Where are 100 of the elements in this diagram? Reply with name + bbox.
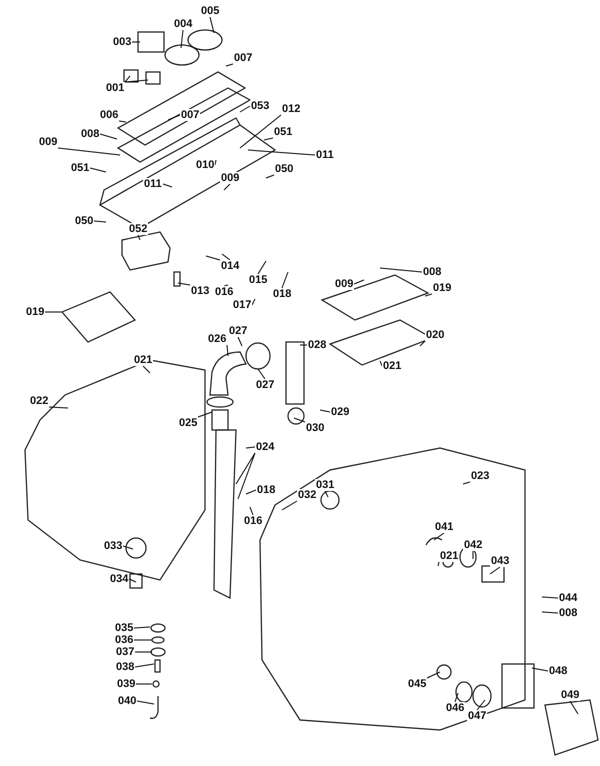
callout-number: 045 [407, 678, 428, 690]
callout-number: 011 [315, 149, 335, 161]
leader-line [246, 490, 256, 494]
leader-line [136, 700, 154, 704]
callout-number: 020 [425, 329, 446, 341]
leader-line [240, 114, 282, 148]
callout-number: 048 [548, 665, 568, 677]
leader-line [118, 120, 126, 122]
callout-number: 007 [180, 109, 200, 121]
callout-number: 001 [105, 82, 126, 94]
leader-line [100, 134, 118, 140]
callout-number: 014 [220, 260, 240, 272]
callout-number: 034 [109, 573, 130, 585]
callout-number: 007 [233, 52, 254, 64]
leader-line [124, 76, 130, 82]
leader-line [282, 272, 288, 288]
leader-line [320, 410, 330, 412]
leader-line [424, 294, 432, 296]
leader-line [168, 114, 180, 120]
callout-number: 051 [273, 126, 294, 138]
leader-line [94, 220, 106, 222]
callout-number: 024 [255, 441, 276, 453]
leader-line [246, 446, 256, 448]
leader-line [134, 626, 150, 628]
leader-line [162, 184, 172, 188]
callout-number: 032 [297, 489, 318, 501]
leader-line [248, 150, 316, 156]
callout-number: 010 [195, 159, 216, 171]
callout-number: 008 [80, 128, 100, 140]
leader-line [490, 566, 500, 574]
leader-line [264, 138, 274, 140]
callout-number: 015 [248, 274, 268, 286]
callout-number: 038 [115, 661, 136, 673]
leader-line [454, 692, 458, 702]
callout-number: 053 [250, 100, 270, 112]
leader-line [240, 106, 250, 112]
callout-number: 044 [558, 592, 578, 604]
callout-number: 047 [467, 710, 488, 722]
callout-number: 011 [143, 178, 163, 190]
callout-number: 016 [243, 515, 264, 527]
leader-line [266, 174, 274, 178]
callout-number: 004 [173, 18, 194, 30]
callout-number: 008 [558, 607, 578, 619]
leader-line [58, 148, 120, 156]
leader-line [532, 668, 548, 672]
callout-number: 021 [439, 550, 460, 562]
leader-line [142, 366, 150, 374]
callout-number: 019 [432, 282, 452, 294]
leader-line [238, 452, 256, 500]
leader-line [178, 282, 190, 286]
callout-number: 009 [334, 278, 354, 290]
callout-number: 033 [103, 540, 124, 552]
leader-line [48, 406, 68, 408]
callout-number: 008 [422, 266, 442, 278]
callout-number: 017 [232, 299, 252, 311]
leader-line [462, 482, 470, 484]
callout-number: 029 [330, 406, 350, 418]
leader-line [134, 664, 154, 668]
leader-line [472, 550, 474, 560]
leader-line [90, 168, 106, 172]
leader-line [222, 254, 230, 260]
leader-line [180, 30, 184, 48]
leader-line [300, 344, 308, 346]
callout-number: 022 [29, 395, 50, 407]
callout-number: 012 [281, 103, 302, 115]
leader-line [294, 418, 306, 422]
callout-number: 025 [178, 417, 198, 429]
callout-number: 039 [116, 678, 136, 690]
callout-number: 021 [133, 354, 154, 366]
callout-number: 049 [560, 689, 580, 701]
leader-line [206, 256, 220, 260]
callout-number: 052 [128, 223, 148, 235]
callout-number: 030 [305, 422, 326, 434]
callout-number: 041 [434, 521, 454, 533]
callout-number: 028 [307, 339, 328, 351]
callout-number: 042 [463, 539, 484, 551]
callout-number: 009 [220, 172, 240, 184]
leader-line [258, 368, 266, 380]
callout-number: 003 [112, 36, 132, 48]
leader-line [258, 260, 266, 274]
leader-line [434, 532, 444, 540]
leader-line [238, 336, 242, 346]
callout-number: 019 [25, 306, 46, 318]
callout-number: 035 [114, 622, 134, 634]
callout-number: 051 [70, 162, 90, 174]
callout-number: 009 [38, 136, 58, 148]
callout-number: 027 [255, 379, 276, 391]
leader-line [122, 546, 134, 550]
callout-number: 006 [99, 109, 120, 121]
leader-line [570, 700, 578, 714]
callout-number: 021 [382, 360, 402, 372]
leader-line [226, 344, 228, 356]
leader-line [124, 80, 148, 82]
callout-number: 043 [490, 555, 510, 567]
callout-number: 036 [114, 634, 134, 646]
callout-number: 023 [470, 470, 490, 482]
callout-number: 027 [228, 325, 248, 337]
leader-line [542, 612, 558, 614]
callout-number: 046 [445, 702, 466, 714]
leader-line [224, 184, 230, 190]
